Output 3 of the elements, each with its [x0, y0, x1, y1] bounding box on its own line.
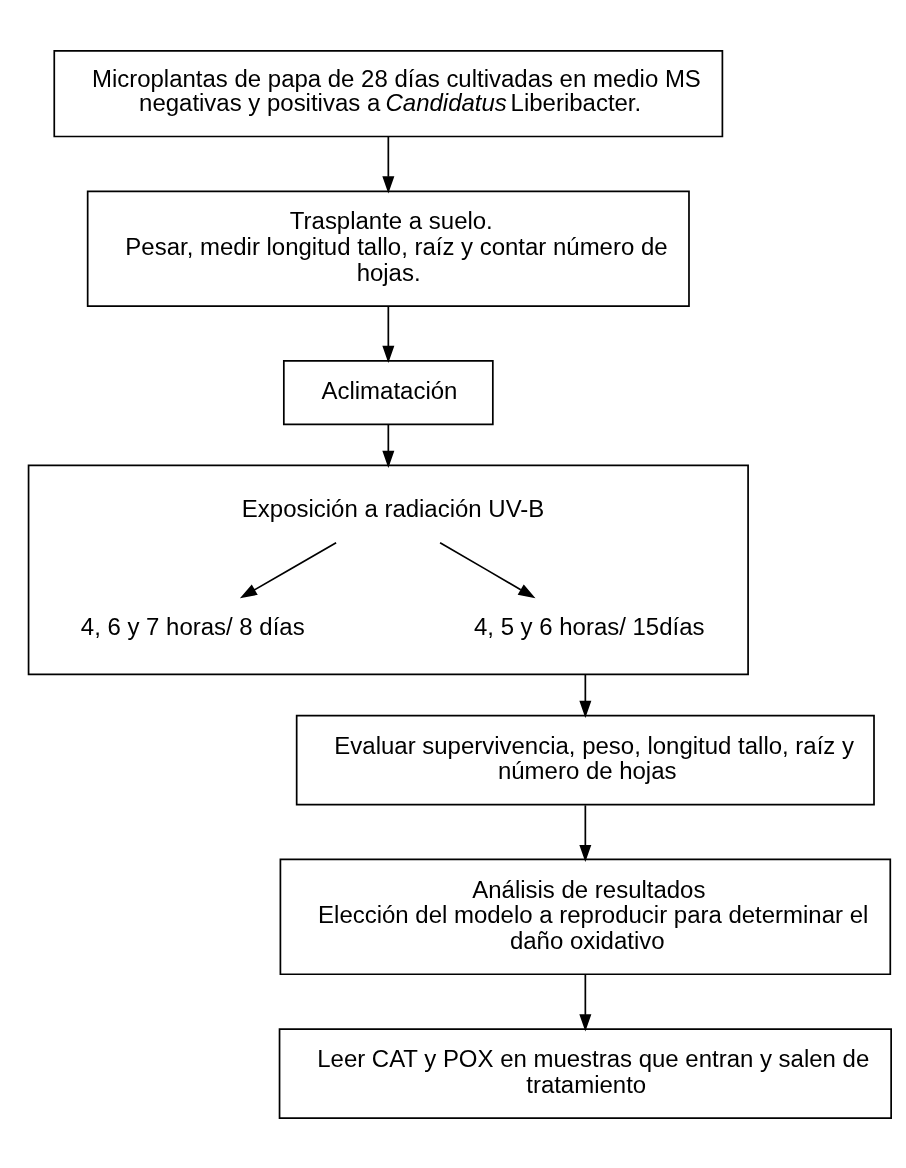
node-text: 4, 6 y 7 horas/ 8 días — [80, 612, 305, 640]
node-text: 4, 5 y 6 horas/ 15días — [473, 612, 705, 640]
node-text: Exposición a radiación UV-B — [241, 494, 545, 522]
